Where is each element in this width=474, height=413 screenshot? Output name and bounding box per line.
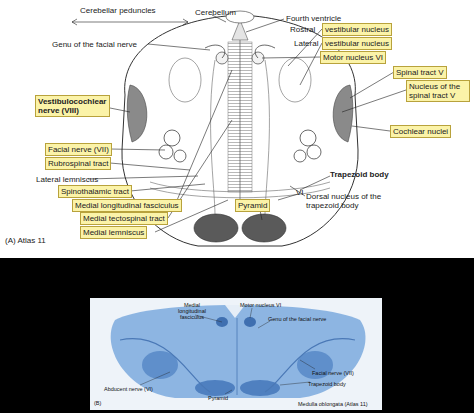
highlight-box: Facial nerve (VII) — [45, 143, 112, 156]
highlight-box: Motor nucleus VI — [320, 51, 386, 64]
structure-label: Medulla oblongata (Atlas 11) — [298, 401, 368, 407]
highlight-box: Medial tectospinal tract — [80, 212, 168, 225]
structure-label: Medial lemniscus — [83, 228, 144, 237]
structure-label: Rostral — [290, 25, 315, 34]
structure-label: Nucleus of the spinal tract V — [409, 82, 467, 100]
highlight-box: Spinal tract V — [393, 66, 447, 79]
structure-label: Spinal tract V — [396, 68, 444, 77]
structure-label: Cochlear nuclei — [393, 127, 448, 136]
structure-label: Rubrospinal tract — [48, 159, 108, 168]
structure-label: Medial longitudinal fasciculus — [75, 201, 179, 210]
structure-label: Pyramid — [238, 201, 267, 210]
highlight-box: Spinothalamic tract — [58, 185, 132, 198]
structure-label: Facial nerve (VII) — [312, 370, 354, 376]
structure-label: vestibular nucleus — [325, 39, 389, 48]
structure-label: Abducent nerve (VI) — [104, 386, 153, 392]
structure-label: Fourth ventricle — [286, 14, 341, 23]
highlight-box: Medial longitudinal fasciculus — [72, 199, 182, 212]
highlight-box: Medial lemniscus — [80, 226, 147, 239]
highlight-box: Nucleus of the spinal tract V — [406, 80, 470, 102]
structure-label: Pyramid — [208, 395, 228, 401]
structure-label: Lateral — [294, 39, 318, 48]
highlight-box: Vestibulocochlear nerve (VIII) — [35, 95, 110, 117]
structure-label: Motor nucleus VI — [323, 53, 383, 62]
highlight-box: Pyramid — [235, 199, 270, 212]
structure-label: Facial nerve (VII) — [48, 145, 109, 154]
structure-label: (B) — [94, 400, 101, 406]
structure-label: Medial longitudinal fasciculus — [172, 302, 212, 320]
structure-label: vestibular nucleus — [325, 25, 389, 34]
structure-label: Vestibulocochlear nerve (VIII) — [38, 97, 107, 115]
structure-label: Spinothalamic tract — [61, 187, 129, 196]
structure-label: (A) Atlas 11 — [5, 236, 46, 245]
structure-label: Cerebellum — [195, 8, 236, 17]
structure-label: Motor nucleus VI — [240, 302, 281, 308]
structure-label: Cerebellar peduncles — [80, 6, 156, 15]
structure-label: Medial tectospinal tract — [83, 214, 165, 223]
structure-label: Trapezoid body — [308, 381, 346, 387]
structure-label: Dorsal nucleus of the trapezoid body — [306, 192, 384, 210]
structure-label: Lateral lemniscus — [36, 175, 98, 184]
structure-label: Genu of the facial nerve — [268, 316, 326, 322]
highlight-box: Rubrospinal tract — [45, 157, 111, 170]
structure-label: VI — [296, 188, 304, 197]
highlight-box: Cochlear nuclei — [390, 125, 451, 138]
structure-label: Genu of the facial nerve — [52, 40, 137, 49]
highlight-box: vestibular nucleus — [322, 23, 392, 36]
structure-label: Trapezoid body — [330, 170, 389, 179]
highlight-box: vestibular nucleus — [322, 37, 392, 50]
